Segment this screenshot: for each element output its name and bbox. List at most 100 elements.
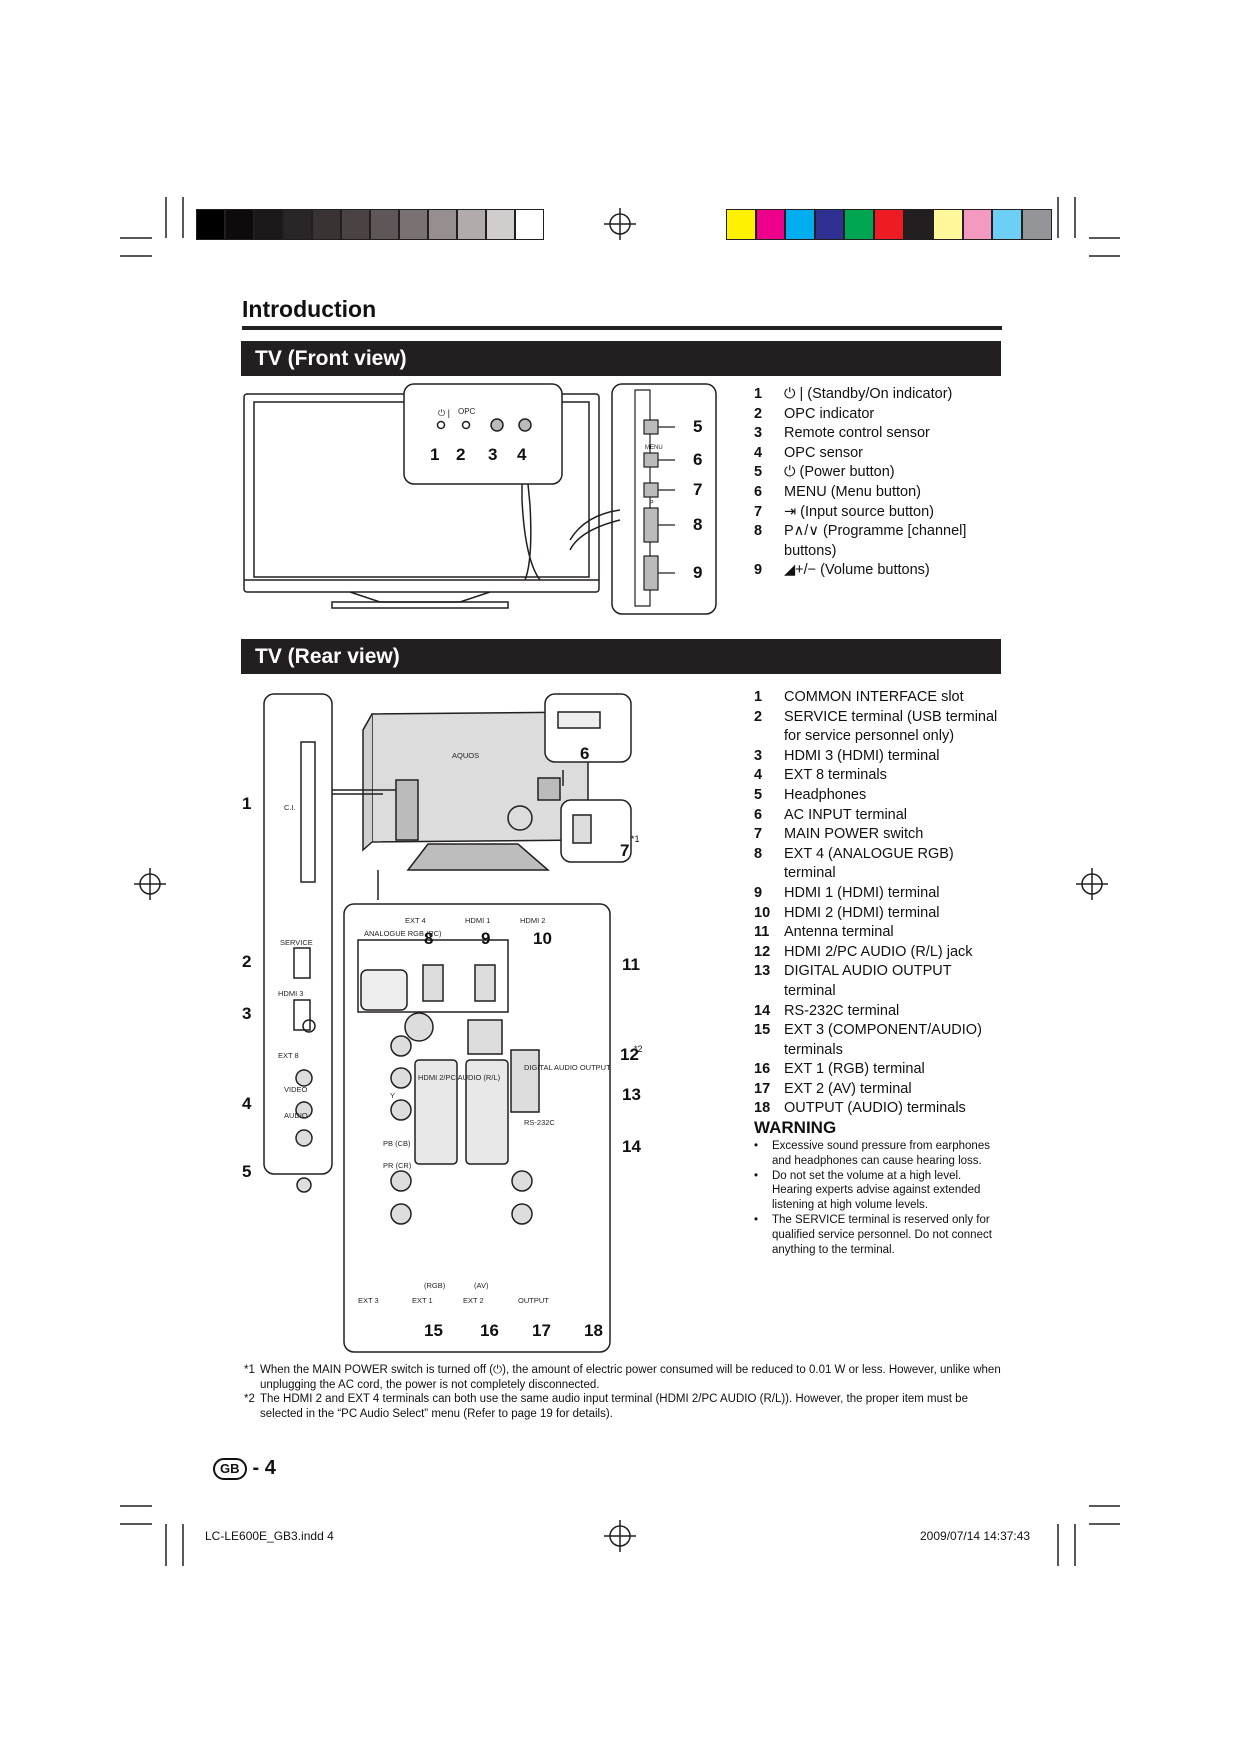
svg-text:VIDEO: VIDEO — [284, 1085, 308, 1094]
svg-text:OUTPUT: OUTPUT — [518, 1296, 549, 1305]
svg-text:PR (CR): PR (CR) — [383, 1161, 412, 1170]
color-swatch — [225, 209, 254, 240]
svg-text:*1: *1 — [631, 834, 640, 844]
warning-item: •The SERVICE terminal is reserved only f… — [754, 1213, 1004, 1257]
svg-text:3: 3 — [242, 1004, 251, 1023]
color-swatch — [486, 209, 515, 240]
color-swatch — [814, 209, 845, 240]
legend-number: 5 — [754, 786, 763, 803]
legend-text: HDMI 2 (HDMI) terminal — [784, 904, 940, 921]
legend-item: 12 HDMI 2/PC AUDIO (R/L) jack — [754, 943, 1004, 963]
legend-number: 13 — [754, 963, 771, 980]
svg-text:(RGB): (RGB) — [424, 1281, 446, 1290]
front-view-heading: TV (Front view) — [241, 341, 1001, 376]
legend-item: 7 MAIN POWER switch — [754, 825, 1004, 845]
legend-number: 1 — [754, 689, 763, 705]
color-swatch — [1022, 209, 1052, 240]
bullet-icon: • — [754, 1213, 759, 1226]
legend-number: 15 — [754, 1022, 771, 1039]
color-swatch — [755, 209, 786, 240]
svg-text:RS-232C: RS-232C — [524, 1118, 555, 1127]
color-swatch — [992, 209, 1022, 240]
legend-text: Remote control sensor — [784, 425, 930, 442]
bullet-icon: • — [754, 1169, 759, 1182]
legend-text: EXT 4 (ANALOGUE RGB) terminal — [784, 845, 954, 882]
legend-text: MAIN POWER switch — [784, 826, 924, 843]
legend-item: 1 ⏻ | (Standby/On indicator) — [754, 385, 1004, 405]
svg-text:9: 9 — [481, 929, 490, 948]
svg-text:AUDIO: AUDIO — [284, 1111, 308, 1120]
svg-text:8: 8 — [424, 929, 433, 948]
legend-text: HDMI 2/PC AUDIO (R/L) jack — [784, 943, 973, 960]
color-swatch — [844, 209, 874, 240]
legend-text: HDMI 1 (HDMI) terminal — [784, 884, 940, 901]
slug-filename: LC-LE600E_GB3.indd 4 — [205, 1529, 334, 1543]
svg-text:P: P — [649, 500, 654, 507]
svg-text:EXT 4: EXT 4 — [405, 916, 426, 925]
legend-text: EXT 1 (RGB) terminal — [784, 1061, 925, 1078]
svg-text:C.I.: C.I. — [284, 803, 296, 812]
svg-text:⏻ |: ⏻ | — [438, 408, 450, 418]
legend-number: 1 — [754, 386, 763, 402]
legend-item: 13 DIGITAL AUDIO OUTPUT terminal — [754, 962, 1004, 1001]
legend-number: 8 — [754, 845, 763, 862]
legend-text: OPC sensor — [784, 444, 863, 461]
svg-text:PB (CB): PB (CB) — [383, 1139, 411, 1148]
legend-number: 18 — [754, 1100, 771, 1117]
legend-number: 3 — [754, 425, 763, 442]
svg-text:17: 17 — [532, 1321, 551, 1340]
legend-text: DIGITAL AUDIO OUTPUT terminal — [784, 963, 952, 999]
legend-text: AC INPUT terminal — [784, 806, 908, 823]
legend-item: 9 HDMI 1 (HDMI) terminal — [754, 884, 1004, 904]
svg-text:7: 7 — [620, 841, 629, 860]
legend-text: ⏻ | (Standby/On indicator) — [784, 386, 953, 402]
legend-number: 7 — [754, 826, 763, 843]
svg-text:EXT 2: EXT 2 — [463, 1296, 484, 1305]
svg-text:18: 18 — [584, 1321, 603, 1340]
footnote-1: *1 When the MAIN POWER switch is turned … — [244, 1364, 1001, 1391]
front-view-diagram: ⏻ | OPC 1 2 3 4 MENU P 5 6 7 8 9 — [243, 383, 717, 615]
svg-text:6: 6 — [580, 744, 589, 763]
warning-text: Do not set the volume at a high level. H… — [772, 1169, 981, 1212]
rear-view-heading: TV (Rear view) — [241, 639, 1001, 674]
svg-text:11: 11 — [622, 955, 640, 974]
color-swatch — [962, 209, 993, 240]
legend-text: ◢+/− (Volume buttons) — [784, 562, 930, 579]
legend-number: 12 — [754, 943, 771, 960]
legend-number: 2 — [754, 405, 763, 422]
svg-text:ANALOGUE RGB (PC): ANALOGUE RGB (PC) — [364, 929, 442, 938]
legend-number: 4 — [754, 444, 763, 461]
color-swatch — [399, 209, 428, 240]
svg-text:HDMI 3: HDMI 3 — [278, 989, 303, 998]
page-number-text: - 4 — [252, 1457, 276, 1479]
legend-text: Headphones — [784, 786, 867, 803]
warning-item: • Do not set the volume at a high level. … — [754, 1169, 1004, 1213]
front-callout-8: 8 — [693, 515, 702, 534]
color-swatch — [428, 209, 457, 240]
region-badge: GB — [213, 1457, 247, 1480]
svg-text:4: 4 — [242, 1094, 252, 1113]
warning-title: WARNING — [754, 1118, 837, 1137]
legend-number: 9 — [754, 884, 763, 901]
front-callout-4: 4 — [517, 445, 527, 464]
front-callout-6: 6 — [693, 450, 702, 469]
legend-text: SERVICE terminal (USB terminal for servi… — [784, 708, 998, 745]
color-swatch — [903, 209, 934, 240]
legend-text: ⇥ (Input source button) — [784, 503, 934, 520]
legend-item: 5 Headphones — [754, 786, 1004, 806]
color-swatch — [726, 209, 756, 240]
legend-number: 7 — [754, 503, 763, 520]
legend-number: 5 — [754, 464, 763, 481]
svg-text:15: 15 — [424, 1321, 443, 1340]
svg-text:10: 10 — [533, 929, 552, 948]
svg-text:13: 13 — [622, 1085, 641, 1104]
svg-text:14: 14 — [622, 1137, 641, 1156]
